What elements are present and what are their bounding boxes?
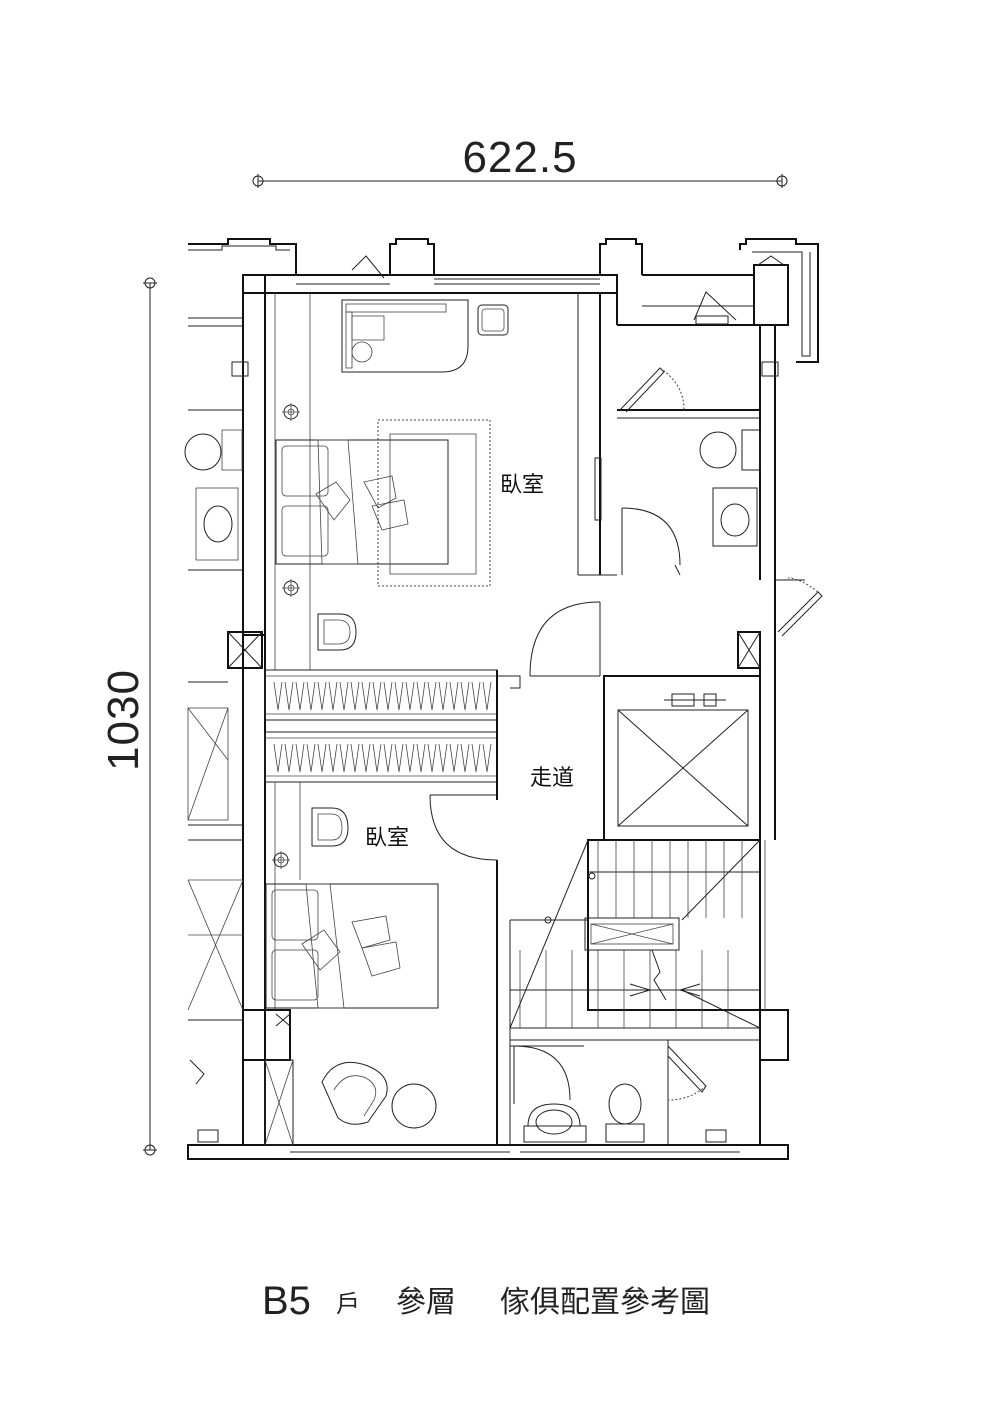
elevator xyxy=(603,675,761,841)
corridor-label: 走道 xyxy=(530,766,574,791)
caption-title: 傢俱配置參考圖 xyxy=(500,1285,710,1320)
drawing-caption: B5 戶 參層 傢俱配置參考圖 xyxy=(262,1279,710,1323)
height-dimension-label: 1030 xyxy=(99,669,148,771)
exterior-door-right xyxy=(775,577,823,637)
bedroom-top-label: 臥室 xyxy=(500,473,544,498)
width-dimension-label: 622.5 xyxy=(462,133,577,182)
bathroom-bottom xyxy=(197,1039,760,1145)
caption-unit-suffix: 戶 xyxy=(336,1290,360,1318)
bedroom-bottom-label: 臥室 xyxy=(365,826,409,851)
bedroom-top: 臥室 xyxy=(274,278,617,670)
caption-floor: 參層 xyxy=(396,1285,456,1320)
caption-unit-code: B5 xyxy=(262,1279,311,1323)
closets xyxy=(264,669,521,800)
bathroom-top-right xyxy=(231,255,779,576)
bedroom-bottom: 臥室 xyxy=(189,782,511,1146)
width-dimension: 622.5 xyxy=(252,133,788,188)
exterior-walls xyxy=(187,238,819,1160)
staircase xyxy=(509,839,766,1029)
height-dimension: 1030 xyxy=(99,277,157,1156)
neighbor-unit-left xyxy=(184,429,244,1011)
corridor: 走道 xyxy=(429,601,605,920)
